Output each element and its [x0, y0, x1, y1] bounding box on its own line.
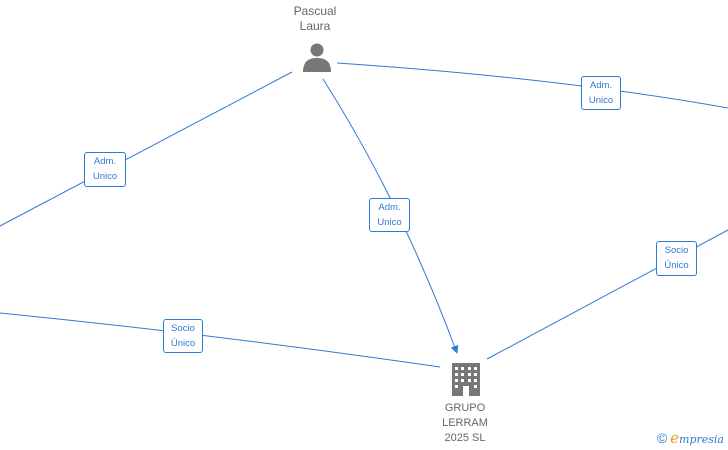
edge-label-line1: Adm. — [93, 156, 117, 167]
edge-left-company — [0, 312, 441, 368]
brand-rest: mpresia — [679, 432, 724, 446]
edge-label-adm-unico-left[interactable]: Adm. Unico — [84, 152, 126, 187]
brand-first-letter: e — [670, 428, 680, 447]
edge-label-line2: Unico — [92, 171, 118, 182]
edge-label-line2: Único — [664, 260, 689, 271]
person-first-name: Pascual — [293, 4, 337, 18]
person-icon — [303, 43, 331, 72]
company-name-line1: GRUPO — [444, 402, 486, 414]
edge-label-socio-unico-left[interactable]: Socio Único — [163, 319, 203, 353]
edge-label-socio-unico-right[interactable]: Socio Único — [656, 241, 697, 276]
building-icon — [452, 363, 480, 396]
company-name-line2: LERRAM — [442, 417, 488, 429]
edge-label-line1: Adm. — [589, 80, 613, 91]
empresia-logo: empresia — [670, 429, 724, 448]
edge-label-line2: Unico — [377, 217, 402, 228]
empresia-footer[interactable]: © empresia — [656, 429, 724, 448]
edge-person-right — [336, 62, 728, 109]
person-node-label[interactable]: Pascual Laura — [283, 4, 347, 34]
company-node-label[interactable]: GRUPO LERRAM 2025 SL — [425, 401, 505, 446]
edge-label-line2: Unico — [588, 95, 614, 106]
copyright-icon: © — [656, 430, 668, 446]
edge-label-line1: Socio — [171, 323, 195, 334]
edge-label-line1: Socio — [664, 245, 689, 256]
person-last-name: Laura — [299, 19, 331, 33]
company-name-line3: 2025 SL — [444, 432, 486, 444]
edge-label-adm-unico-center[interactable]: Adm. Unico — [369, 198, 410, 232]
edge-label-line1: Adm. — [378, 202, 401, 213]
edge-label-adm-unico-right[interactable]: Adm. Unico — [581, 76, 621, 110]
edge-person-left — [0, 71, 293, 227]
edge-label-line2: Único — [170, 338, 196, 349]
